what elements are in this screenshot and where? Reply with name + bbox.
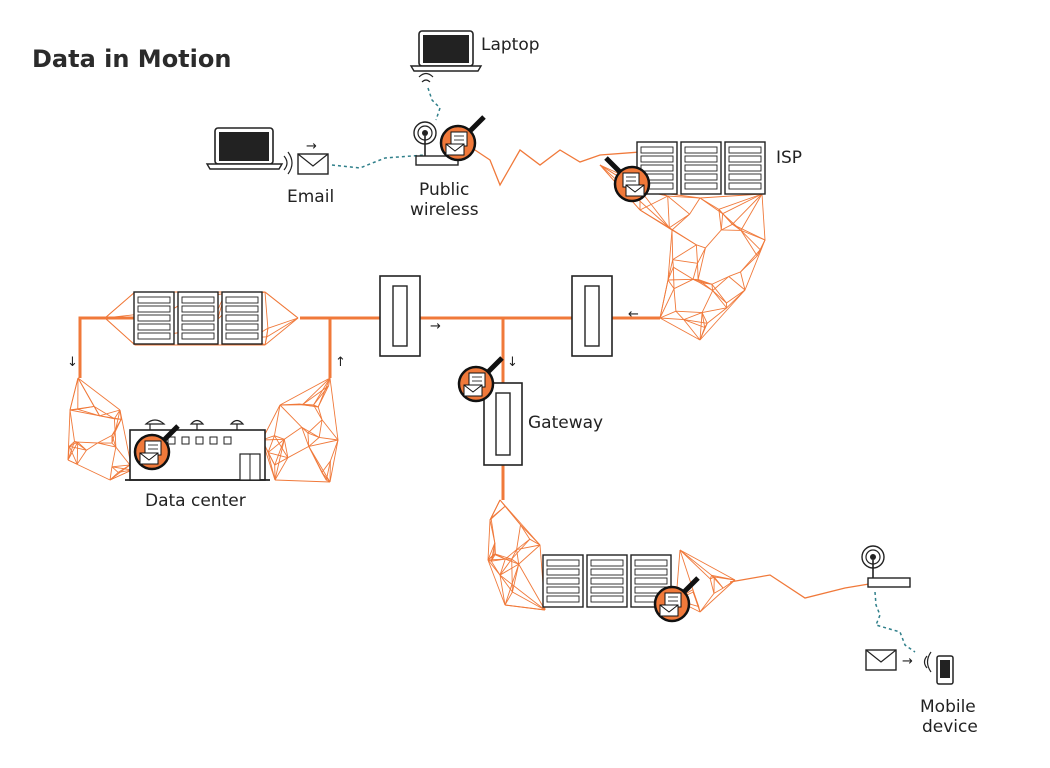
data-center-mesh-right [261,377,339,483]
data-center-label: Data center [145,491,246,511]
laptop-icon [409,30,483,83]
gateway-icon [483,382,523,466]
mobile-arrow: → [902,654,913,669]
diagram-title: Data in Motion [32,45,231,73]
mobile-device-label-line2: device [922,717,978,737]
email-arrow: → [306,139,317,154]
wireless-to-isp-link [471,147,641,187]
public-wireless-label-line2: wireless [410,200,479,220]
backbone-arrow-right: → [430,319,441,334]
firewall-left-icon [379,275,421,357]
gateway-arrow-down: ↓ [507,355,518,370]
isp-mesh-network [599,164,766,341]
public-wireless-label-line1: Public [419,180,469,200]
backbone-server-racks [133,291,263,345]
mobile-envelope-icon [865,649,897,671]
magnifier-wireless-icon [441,117,484,160]
laptop-label: Laptop [481,35,540,55]
sender-laptop-icon [205,127,293,175]
dc-arrow-down: ↓ [67,355,78,370]
isp-arrow-left: ← [628,307,639,322]
laptop-wireless-link [427,87,441,121]
isp-server-racks [636,141,766,195]
mobile-device-label-line1: Mobile [920,697,976,717]
dc-arrow-up: ↑ [335,355,346,370]
firewall-right-icon [571,275,613,357]
backbone-to-dc-left-line [78,316,135,378]
mobile-phone-icon [923,651,954,685]
wireless-antenna-icon [413,121,459,166]
carrier-server-racks [542,554,672,608]
cell-tower-icon [861,545,911,588]
email-label: Email [287,187,334,207]
data-center-mesh-left [67,377,133,481]
email-wireless-link [331,154,426,169]
email-envelope-icon [297,153,329,175]
tower-to-mobile-link [874,591,916,653]
gateway-label: Gateway [528,413,603,433]
carrier-to-tower-link [729,574,876,599]
isp-label: ISP [776,148,802,168]
